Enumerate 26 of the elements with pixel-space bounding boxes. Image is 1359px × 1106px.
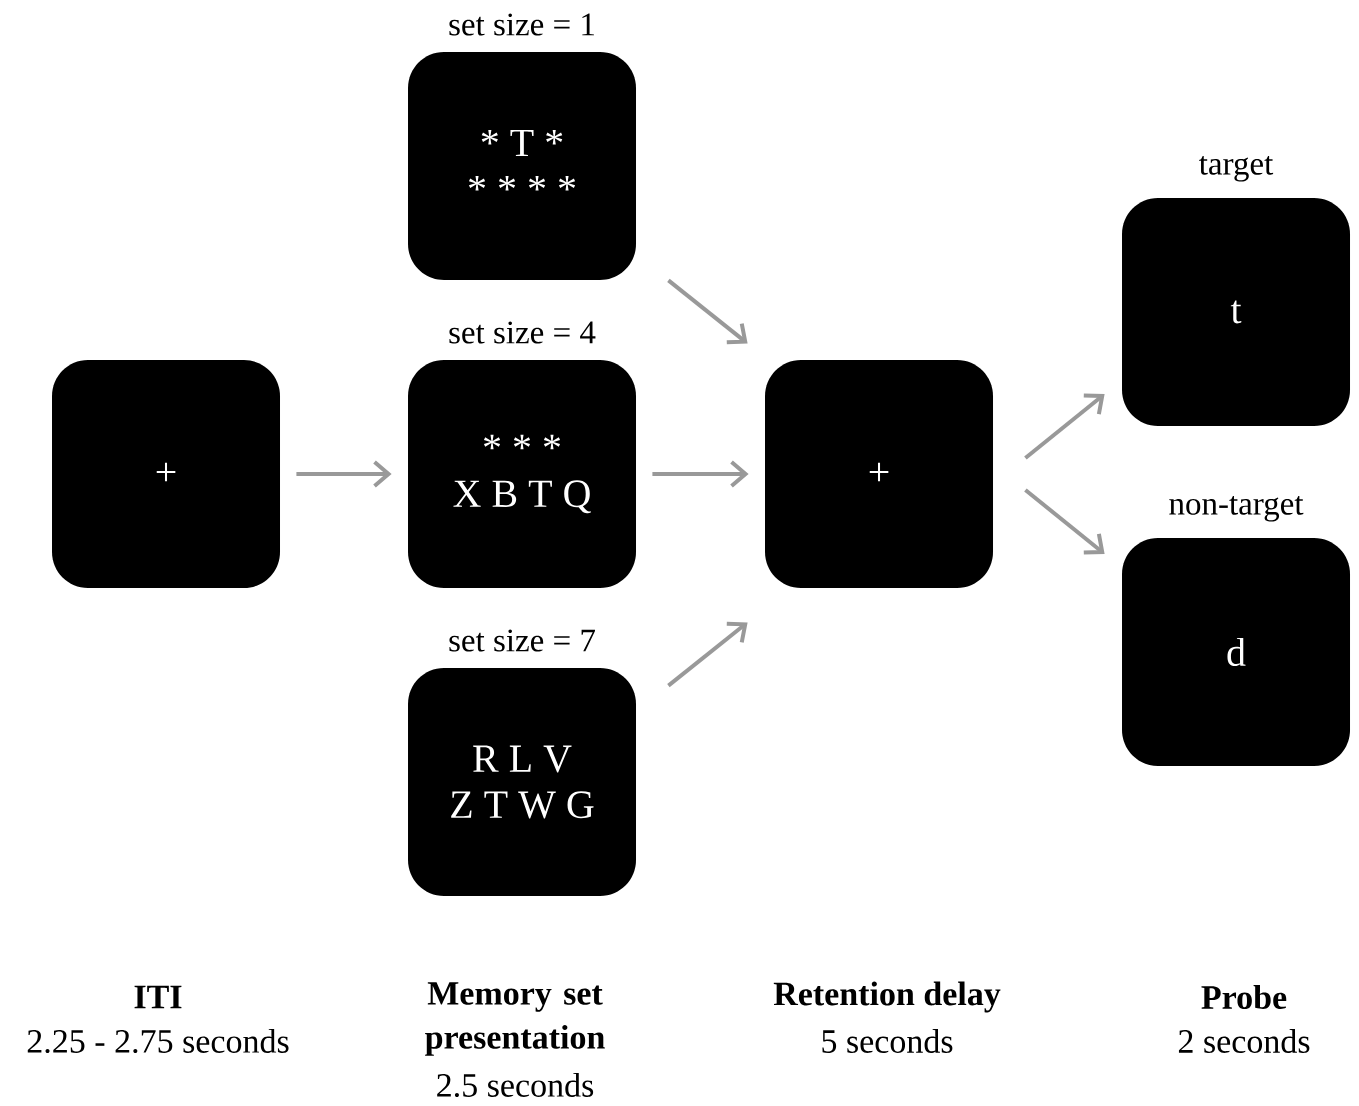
duration-label: 2.5 seconds (437, 1072, 594, 1097)
screen-box: * T * * * * * (408, 52, 636, 280)
arrow (1024, 393, 1105, 460)
duration-label: 2.25 - 2.75 seconds (27, 1028, 289, 1053)
screen-box: R L V Z T W G (408, 668, 636, 896)
screen-box: * * * X B T Q (408, 360, 636, 588)
heading: set size = 1 (449, 13, 594, 36)
arrow (667, 278, 748, 345)
screen-box: d (1122, 538, 1350, 766)
arrow (1024, 488, 1105, 555)
heading: target (1199, 155, 1274, 182)
heading: non-target (1169, 495, 1304, 522)
phase-title: ITI (134, 985, 182, 1009)
heading: set size = 7 (449, 629, 595, 652)
phase-title: Memory set presentation (425, 982, 605, 1056)
arrow (667, 621, 748, 688)
screen-box: + (765, 360, 993, 588)
arrow (296, 460, 392, 488)
screen-box: + (52, 360, 280, 588)
duration-label: 2 seconds (1178, 1029, 1310, 1053)
heading: set size = 4 (449, 321, 596, 344)
duration-label: 5 seconds (822, 1029, 953, 1053)
screen-box: t (1122, 198, 1350, 426)
phase-title: Retention delay (773, 981, 1001, 1013)
phase-title: Probe (1201, 985, 1287, 1009)
arrow (652, 460, 749, 488)
